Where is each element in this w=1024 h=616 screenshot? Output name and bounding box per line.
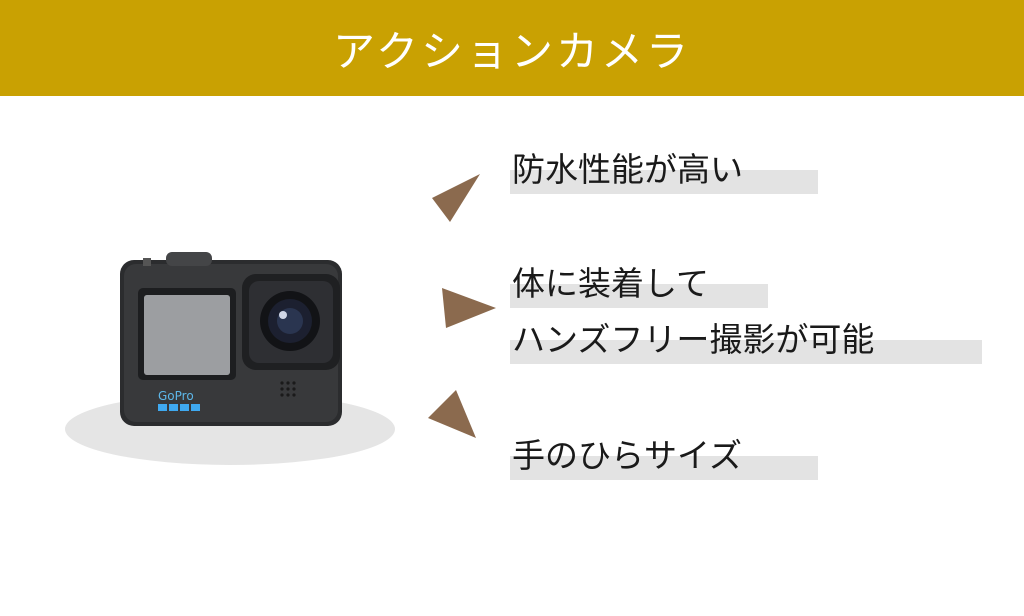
feature-palm-size: 手のひらサイズ bbox=[510, 428, 818, 484]
feature-handsfree: 体に装着して ハンズフリー撮影が可能 bbox=[510, 256, 982, 368]
text-highlight bbox=[510, 284, 768, 308]
feature-waterproof: 防水性能が高い bbox=[510, 142, 818, 198]
text-highlight bbox=[510, 456, 818, 480]
gopro-logo: GoPro bbox=[158, 389, 194, 403]
page-title: アクションカメラ bbox=[333, 26, 691, 76]
feature-line: 手のひらサイズ bbox=[510, 428, 818, 484]
header-bar: アクションカメラ bbox=[0, 0, 1024, 96]
text-highlight bbox=[510, 170, 818, 194]
action-camera-image: GoPro bbox=[120, 252, 342, 426]
feature-line: ハンズフリー撮影が可能 bbox=[510, 312, 982, 368]
feature-line: 防水性能が高い bbox=[510, 142, 818, 198]
arrow-pointer-3 bbox=[428, 390, 476, 438]
arrow-pointer-1 bbox=[432, 174, 480, 222]
feature-line: 体に装着して bbox=[510, 256, 874, 312]
arrow-pointer-2 bbox=[442, 288, 496, 328]
text-highlight bbox=[510, 340, 982, 364]
